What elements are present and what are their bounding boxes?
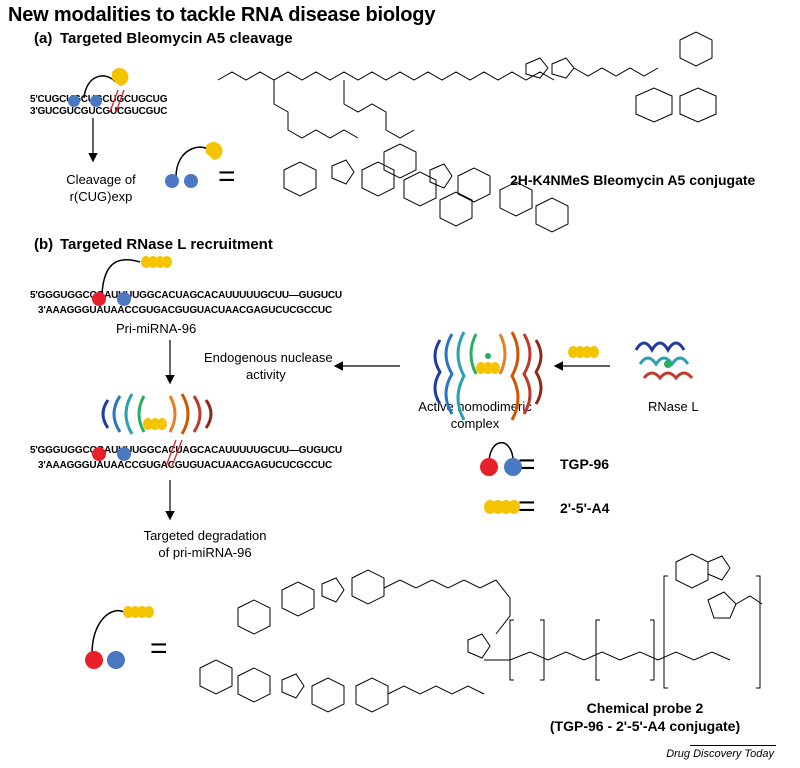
cleavage-label-line2: r(CUG)exp bbox=[69, 189, 133, 204]
panel-a-bound-ligand bbox=[68, 68, 129, 113]
pri-mirna-label: Pri-miRNA-96 bbox=[116, 321, 197, 336]
panel-b-rna-bottom-strand: 3'AAAGGGUAUAACCGUGACGUGUACUAACGAGUCUCGCC… bbox=[38, 305, 332, 316]
figure-title: New modalities to tackle RNA disease bio… bbox=[8, 4, 436, 26]
endogenous-label-line1: Endogenous nuclease bbox=[204, 350, 333, 365]
blue-ligand-icon bbox=[165, 174, 179, 188]
cleavage-cut-icon bbox=[165, 439, 183, 467]
panel-a-label: (a) bbox=[34, 30, 53, 47]
footer-rule bbox=[690, 745, 776, 746]
bleomycin-pacman-icon bbox=[112, 68, 129, 86]
degradation-line2: of pri-miRNA-96 bbox=[158, 545, 252, 560]
panel-a-equals: = bbox=[218, 160, 236, 193]
panel-b-heading: Targeted RNase L recruitment bbox=[60, 236, 273, 253]
panel-b-rna-top-strand: 5'GGGUGGCCGAUUUUGGCACUAGCACAUUUUUGCUU—GU… bbox=[30, 290, 342, 301]
probe-equals: = bbox=[150, 632, 168, 665]
panel-b-bound-tgp bbox=[92, 256, 172, 306]
red-ligand-icon bbox=[92, 447, 106, 461]
panel-a-heading: Targeted Bleomycin A5 cleavage bbox=[60, 30, 293, 47]
cleavage-cut-icon bbox=[109, 89, 125, 113]
panel-a-legend-ligand bbox=[165, 142, 223, 188]
endogenous-label-line2: activity bbox=[246, 367, 286, 382]
tgp-legend-equals: = bbox=[518, 448, 536, 481]
a4-yellow-chain-icon bbox=[141, 256, 172, 268]
rnase-l-label: RNase L bbox=[648, 399, 699, 414]
blue-ligand-icon bbox=[68, 95, 80, 107]
blue-ligand-icon bbox=[90, 95, 102, 107]
tgp-legend-icon bbox=[480, 441, 522, 476]
tgp-legend-label: TGP-96 bbox=[560, 456, 610, 472]
a4-yellow-chain-icon bbox=[568, 346, 599, 358]
bleomycin-conjugate-name: 2H-K4NMeS Bleomycin A5 conjugate bbox=[510, 172, 756, 188]
cleavage-label-line1: Cleavage of bbox=[66, 172, 136, 187]
probe-legend-icon bbox=[85, 606, 154, 669]
panel-b-rna-top-strand-2: 5'GGGUGGCCGAUUUUGGCACUAGCACAUUUUUGCUU—GU… bbox=[30, 445, 342, 456]
bleomycin-pacman-icon bbox=[206, 142, 223, 160]
rnase-l-monomer-icon bbox=[634, 341, 694, 381]
active-complex-icon bbox=[433, 331, 543, 421]
probe-name-line2: (TGP-96 - 2'-5'-A4 conjugate) bbox=[549, 718, 741, 734]
a4-legend-label: 2'-5'-A4 bbox=[560, 500, 610, 516]
panel-b-rna-bottom-strand-2: 3'AAAGGGUAUAACCGUGACGUGUACUAACGAGUCUCGCC… bbox=[38, 460, 332, 471]
journal-footer: Drug Discovery Today bbox=[666, 748, 774, 760]
blue-ligand-icon bbox=[117, 447, 131, 461]
a4-legend-equals: = bbox=[518, 490, 536, 523]
a4-legend-icon bbox=[484, 500, 520, 514]
rna-bound-complex-icon bbox=[92, 393, 213, 467]
panel-a-rna-bottom-strand: 3'GUCGUCGUCGUCGUCGUC bbox=[30, 106, 168, 117]
probe-name-line1: Chemical probe 2 bbox=[586, 700, 704, 716]
bleomycin-conjugate-structure bbox=[217, 31, 717, 233]
panel-b-label: (b) bbox=[34, 236, 54, 253]
blue-ligand-icon bbox=[117, 292, 131, 306]
blue-ligand-icon bbox=[184, 174, 198, 188]
probe-2-structure bbox=[199, 553, 763, 713]
degradation-line1: Targeted degradation bbox=[143, 528, 267, 543]
red-ligand-icon bbox=[92, 292, 106, 306]
